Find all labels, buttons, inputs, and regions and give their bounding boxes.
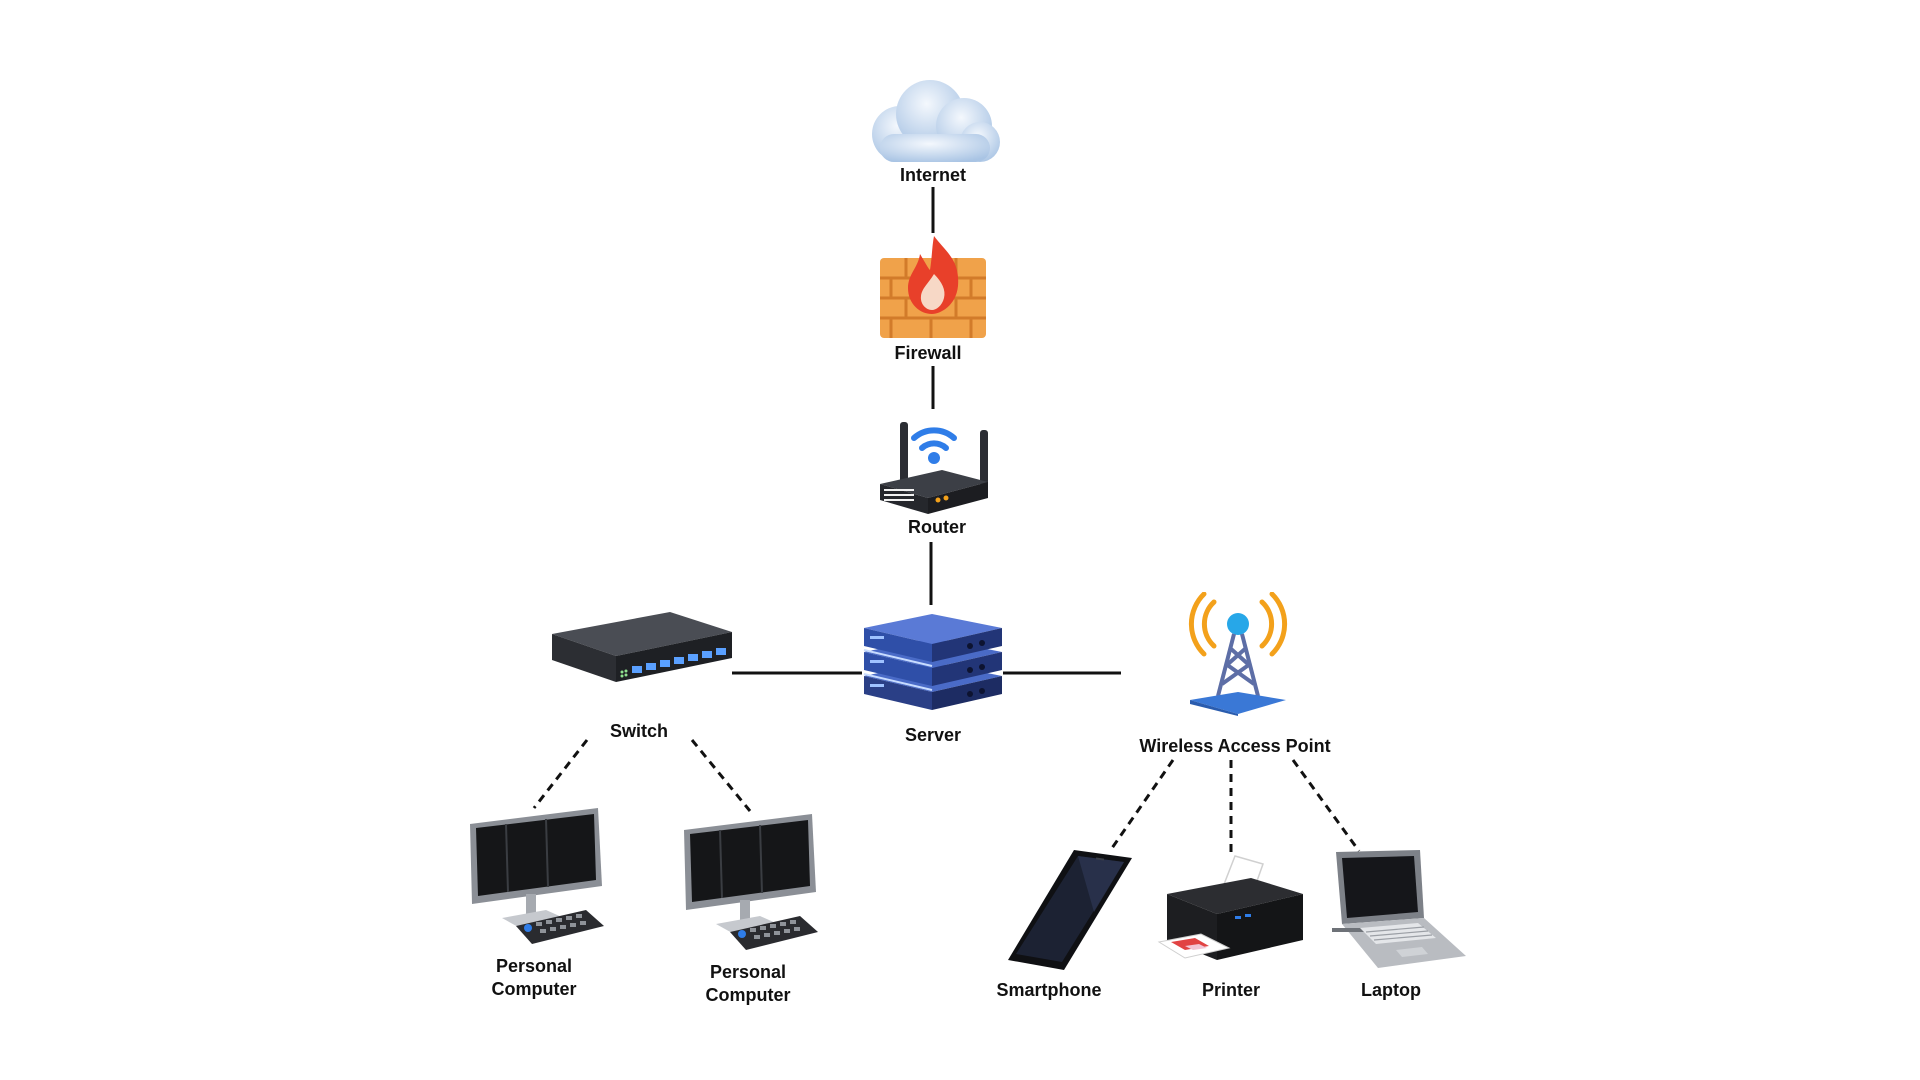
pc1-label: Personal Computer <box>492 955 577 1001</box>
firewall-icon <box>880 236 986 338</box>
pc2-label-line2: Computer <box>705 985 791 1005</box>
router-label: Router <box>908 517 966 537</box>
smartphone-icon <box>1008 850 1132 970</box>
switch-label: Switch <box>609 721 669 741</box>
desktop-computer-icon <box>684 814 818 950</box>
cloud-icon <box>872 80 1000 162</box>
desktop-computer-icon <box>470 808 604 944</box>
printer-label: Printer <box>1201 980 1261 1000</box>
laptop-label: Laptop <box>1361 980 1421 1000</box>
internet-label: Internet <box>899 165 967 185</box>
link-wap-laptop <box>1291 759 1361 852</box>
smartphone-label: Smartphone <box>996 980 1102 1000</box>
router-icon <box>880 422 988 514</box>
link-switch-pc1 <box>532 739 589 809</box>
printer-icon <box>1157 855 1303 960</box>
firewall-label: Firewall <box>894 343 962 363</box>
antenna-tower-icon <box>1188 592 1288 716</box>
pc2-label-line1: Personal <box>709 962 787 982</box>
server-label: Server <box>904 725 962 745</box>
pc2-label: Personal Computer <box>706 961 791 1007</box>
pc1-label-line1: Personal <box>495 956 573 976</box>
wap-label: Wireless Access Point <box>1139 736 1331 756</box>
pc1-label-line2: Computer <box>491 979 577 999</box>
link-wap-smartphone <box>1108 759 1175 852</box>
link-switch-pc2 <box>690 739 752 812</box>
laptop-icon <box>1332 850 1466 968</box>
server-icon <box>863 614 1002 710</box>
switch-icon <box>552 612 732 682</box>
